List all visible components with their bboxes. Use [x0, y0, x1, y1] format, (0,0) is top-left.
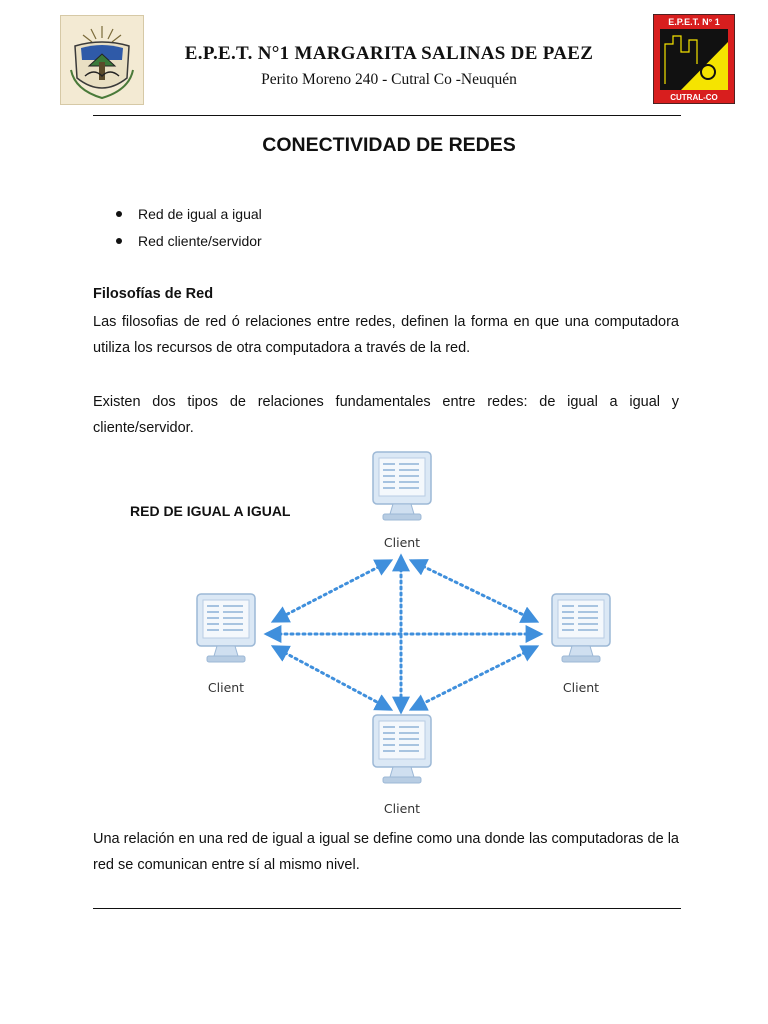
monitor-icon — [372, 451, 432, 521]
monitor-icon — [372, 714, 432, 784]
peer-to-peer-diagram: Client Client Client Client — [190, 445, 620, 825]
school-address: Perito Moreno 240 - Cutral Co -Neuquén — [261, 71, 517, 88]
diagram-title: RED DE IGUAL A IGUAL — [130, 503, 291, 519]
paragraph-igual-a-igual: Una relación en una red de igual a igual… — [93, 831, 679, 873]
provincial-shield-logo — [60, 15, 144, 105]
link-top-left — [270, 559, 394, 623]
topics-list: Red de igual a igual Red cliente/servido… — [93, 205, 262, 259]
school-logo: E.P.E.T. N° 1 CUTRAL-CO — [652, 13, 736, 105]
document-title: CONECTIVIDAD DE REDES — [262, 134, 516, 156]
list-item: Red de igual a igual — [93, 205, 262, 232]
client-label-top: Client — [383, 535, 421, 550]
paragraph-filosofias: Las filosofias de red ó relaciones entre… — [93, 314, 679, 356]
logo-top-text: E.P.E.T. N° 1 — [668, 17, 719, 27]
link-left-bottom — [270, 645, 394, 711]
section-title: Filosofías de Red — [93, 286, 214, 302]
logo-bottom-text: CUTRAL-CO — [670, 93, 718, 102]
paragraph-tipos: Existen dos tipos de relaciones fundamen… — [93, 394, 679, 436]
monitor-icon — [551, 593, 611, 663]
footer-divider — [93, 908, 681, 909]
link-right-bottom — [408, 645, 540, 711]
link-top-right — [408, 559, 540, 623]
client-label-bottom: Client — [383, 801, 421, 816]
list-item: Red cliente/servidor — [93, 232, 262, 259]
header-divider — [93, 115, 681, 116]
client-label-right: Client — [562, 680, 600, 695]
monitor-icon — [196, 593, 256, 663]
school-name: E.P.E.T. N°1 MARGARITA SALINAS DE PAEZ — [184, 43, 594, 64]
client-label-left: Client — [207, 680, 245, 695]
